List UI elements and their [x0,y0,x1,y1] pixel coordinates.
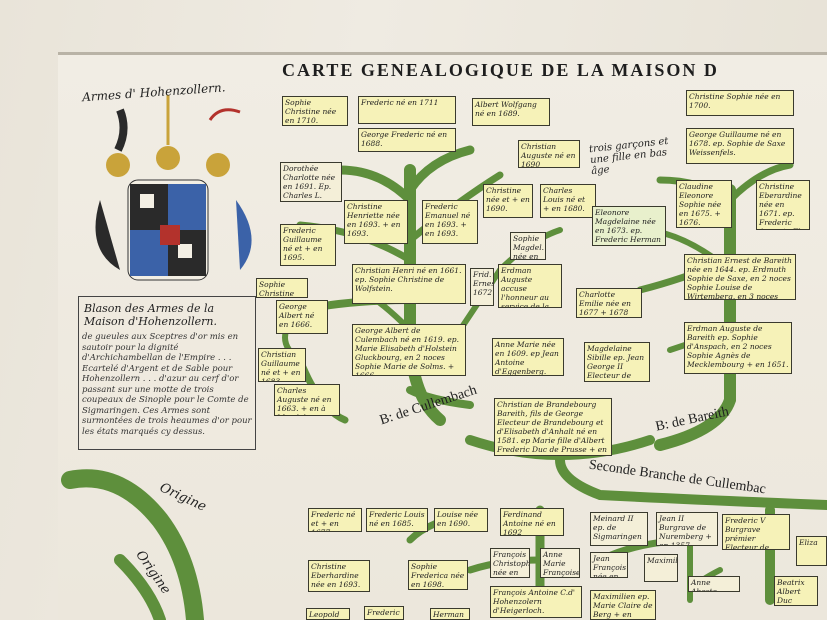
trunk-bareith [654,184,736,451]
person-box: Eleonore Magdelaine née en 1673. ep. Fre… [592,206,666,246]
person-box: George Albert né en 1666. [276,300,328,334]
person-box: Frederic [364,606,404,620]
person-box: Frid. Ernest 1672 [470,268,494,306]
person-box: Charles Auguste né en 1663. + en à Magde… [274,384,340,416]
person-box: Claudine Eleonore Sophie née en 1675. + … [676,180,732,228]
person-box: Frederic Guillaume né et + en 1695. [280,224,336,266]
person-box: Anne Marie Françoise [540,548,580,578]
blason-title: Blason des Armes de la Maison d'Hohenzol… [84,302,217,328]
person-box: Maximilien ep. Marie Claire de Berg + en… [590,590,656,620]
person-box: Dorothée Charlotte née en 1691. Ep. Char… [280,162,342,202]
person-box: Christian Guillaume né et + en 1683 [258,348,306,382]
person-box: François Antoine C.d' Hohenzolern d'Heig… [490,586,582,618]
person-box: Christian Auguste né en 1690 [518,140,580,168]
person-box: Erdman Auguste accuse l'honneur au servi… [498,264,562,308]
person-box: Beatrix Albert Duc d'Autriche [774,576,818,606]
person-box: François Christophe née en 1671 [490,548,530,578]
person-box: Sophie Frederica née en 1698. [408,560,468,590]
person-box: Charles Louis né et + en 1680. [540,184,596,218]
person-box: George Albert de Culembach né en 1619. e… [352,324,466,376]
blason-text: de gueules aux Sceptres d'or mis en saut… [82,332,252,437]
person-box: Frederic V Burgrave prémier Electeur de … [722,514,790,550]
person-box: George Guillaume né en 1678. ep. Sophie … [686,128,794,164]
person-box: Erdman Auguste de Bareith ep. Sophie d'A… [684,322,792,374]
person-box: Christian Ernest de Bareith née en 1644.… [684,254,796,300]
coat-of-arms [95,95,252,281]
person-box: Jean II Burgrave de Nuremberg + en 1357 [656,512,718,546]
person-box: Frederic Emanuel né en 1693. + en 1693. [422,200,478,244]
person-box: Ferdinand Antoine né en 1692 [500,508,564,536]
person-box: Christine Eberardine née en 1671. ep. Fr… [756,180,810,230]
person-box: Jean François née en [590,552,628,578]
person-box: Christine Eberhardine née en 1693. [308,560,370,592]
person-box: Christine née et + en 1690. [483,184,533,218]
person-box: Sophie Christine 1707 [256,278,308,298]
person-box: Magdelaine Sibille ep. Jean George II El… [584,342,650,382]
person-box: Frederic né en 1711 [358,96,456,124]
page-title: CARTE GENEALOGIQUE DE LA MAISON D [282,60,719,80]
person-box: Anne Marie née en 1609. ep Jean Antoine … [492,338,564,376]
person-box: Louise née en 1690. [434,508,488,532]
person-box: Meinard II ep. de Sigmaringen [590,512,648,546]
person-box: Christian Henri né en 1661. ep. Sophie C… [352,264,466,304]
plate-edge [58,52,827,55]
person-box: Sophie Magdel. née en 1700 [510,232,546,260]
person-box: Frederic né et + en 1677 [308,508,362,532]
person-box: Frederic Louis né en 1685. [366,508,428,532]
person-box: Maximilien [644,554,678,582]
person-box: Eliza [796,536,827,566]
blason-panel [78,296,256,450]
person-box: Christian de Brandebourg Bareith, fils d… [494,398,612,456]
person-box: Albert Wolfgang né en 1689. [472,98,550,126]
person-box: Christine Sophie née en 1700. [686,90,794,116]
person-box: Herman [430,608,470,620]
person-box: Leopold [306,608,350,620]
person-box: Christine Henriette née en 1693. + en 16… [344,200,408,244]
person-box: Anne Abeste [688,576,740,592]
person-box: Sophie Christine née en 1710. [282,96,348,126]
person-box: Charlotte Emilie née en 1677 + 1678 [576,288,642,318]
person-box: George Frederic né en 1688. [358,128,456,152]
